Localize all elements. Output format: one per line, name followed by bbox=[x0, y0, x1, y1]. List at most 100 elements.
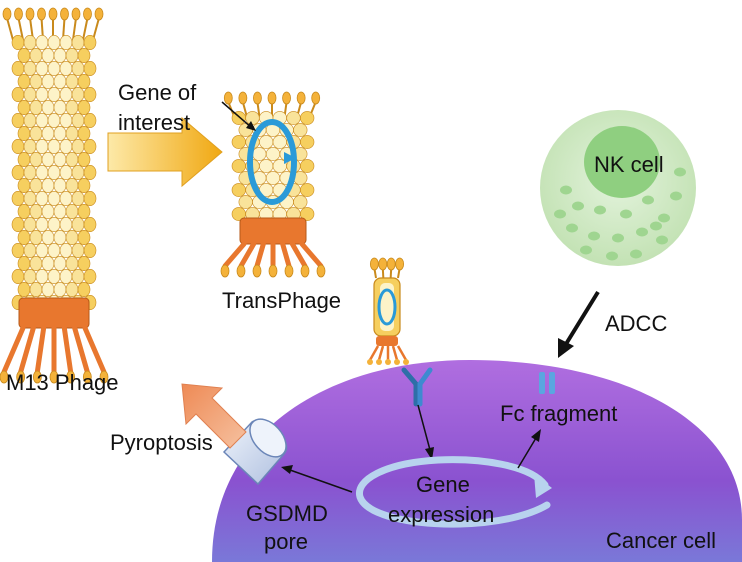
nk-cell-label: NK cell bbox=[594, 152, 664, 177]
m13-capsid-subunit bbox=[59, 243, 73, 259]
transphage bbox=[220, 91, 326, 278]
nk-granule bbox=[572, 201, 584, 211]
m13-tail-base bbox=[18, 297, 90, 329]
m13-capsid-subunit bbox=[77, 178, 91, 194]
m13-capsid-subunit bbox=[83, 139, 97, 155]
m13-capsid-subunit bbox=[35, 139, 49, 155]
m13-capsid-subunit bbox=[35, 113, 49, 129]
m13-capsid-subunit bbox=[29, 74, 43, 90]
transphage-capsid-subunit bbox=[272, 135, 287, 149]
m13-capsid-subunit bbox=[77, 204, 91, 220]
transphage-tail-base bbox=[239, 217, 307, 245]
m13-capsid-subunit bbox=[35, 60, 49, 76]
nk-granule bbox=[658, 213, 670, 223]
m13-capsid-subunit bbox=[41, 100, 55, 116]
transphage-capsid-subunit bbox=[300, 111, 315, 125]
m13-capsid-subunit bbox=[41, 281, 55, 297]
m13-head-tip bbox=[37, 7, 46, 21]
fc-arrow bbox=[517, 437, 537, 469]
m13-capsid-subunit bbox=[23, 34, 37, 50]
transphage-capsid-subunit bbox=[300, 159, 315, 173]
m13-tail-fiber bbox=[61, 325, 74, 375]
m13-tail-tip bbox=[32, 370, 42, 384]
transphage-head-tip bbox=[238, 91, 248, 105]
transphage-tail-tip bbox=[220, 264, 230, 278]
m13-capsid-subunit bbox=[65, 204, 79, 220]
gsdmd-pore-label-1: GSDMD bbox=[246, 501, 328, 526]
m13-capsid-subunit bbox=[65, 47, 79, 63]
m13-capsid-subunit bbox=[65, 281, 79, 297]
transphage-capsid-subunit bbox=[293, 123, 308, 137]
m13-capsid-subunit bbox=[59, 139, 73, 155]
m13-capsid-subunit bbox=[65, 126, 79, 142]
transphage-capsid-subunit bbox=[265, 171, 281, 185]
transphage-label: TransPhage bbox=[222, 288, 341, 313]
m13-capsid-subunit bbox=[53, 100, 67, 116]
m13-capsid-subunit bbox=[65, 74, 79, 90]
m13-capsid-subunit bbox=[59, 217, 73, 233]
gene-pointer-arrow bbox=[221, 101, 253, 129]
m13-capsid-subunit bbox=[71, 113, 85, 129]
m13-head-tip-fiber bbox=[82, 17, 89, 41]
nk-granule bbox=[656, 235, 668, 245]
m13-capsid-subunit bbox=[65, 255, 79, 271]
m13-capsid-subunit bbox=[53, 230, 67, 246]
m13-capsid-subunit bbox=[35, 217, 49, 233]
m13-capsid-subunit bbox=[11, 165, 25, 181]
m13-capsid-subunit bbox=[65, 230, 79, 246]
m13-capsid-subunit bbox=[23, 139, 37, 155]
m13-capsid-subunit bbox=[71, 60, 85, 76]
m13-capsid-subunit bbox=[53, 47, 67, 63]
m13-capsid-subunit bbox=[71, 34, 85, 50]
transphage-head-tip bbox=[267, 91, 277, 105]
transphage-head-tip bbox=[253, 91, 262, 105]
transphage-head-tip bbox=[311, 91, 321, 105]
m13-capsid-subunit bbox=[47, 113, 61, 129]
m13-tail-tip bbox=[99, 370, 109, 384]
m13-capsid-subunit bbox=[23, 87, 37, 103]
pyroptosis-arrow bbox=[181, 383, 247, 449]
m13-phage-label: M13 Phage bbox=[6, 370, 119, 395]
m13-capsid-subunit bbox=[17, 281, 31, 297]
m13-capsid-subunit bbox=[47, 243, 61, 259]
m13-capsid-subunit bbox=[47, 139, 61, 155]
m13-capsid-subunit bbox=[41, 178, 55, 194]
transphage-head-tip bbox=[296, 91, 306, 105]
m13-capsid-subunit bbox=[11, 268, 25, 284]
nk-granule bbox=[588, 231, 600, 241]
m13-capsid-subunit bbox=[59, 34, 73, 50]
bound-phage-head-tip bbox=[369, 257, 379, 271]
transphage-capsid-subunit bbox=[300, 135, 315, 149]
m13-capsid-subunit bbox=[77, 255, 91, 271]
m13-tail-tip bbox=[16, 370, 26, 384]
m13-capsid-subunit bbox=[83, 217, 97, 233]
bound-phage-tail-tip bbox=[394, 359, 400, 365]
m13-capsid-subunit bbox=[53, 126, 67, 142]
m13-capsid-subunit bbox=[29, 204, 43, 220]
m13-capsid-subunit bbox=[71, 139, 85, 155]
transphage-capsid-subunit bbox=[300, 183, 315, 197]
m13-capsid-subunit bbox=[35, 165, 49, 181]
m13-capsid-subunit bbox=[11, 87, 25, 103]
transphage-capsid-subunit bbox=[252, 147, 267, 161]
m13-capsid-subunit bbox=[11, 191, 25, 207]
m13-capsid-subunit bbox=[35, 243, 49, 259]
m13-capsid-subunit bbox=[17, 204, 31, 220]
entry-arrow bbox=[417, 404, 431, 451]
m13-head-tip-fiber bbox=[72, 17, 77, 41]
m13-capsid-subunit bbox=[23, 243, 37, 259]
m13-head-tip bbox=[48, 7, 58, 21]
m13-capsid-subunit bbox=[71, 87, 85, 103]
m13-capsid-subunit bbox=[23, 113, 37, 129]
pyroptosis-label: Pyroptosis bbox=[110, 430, 213, 455]
nk-granule bbox=[580, 245, 592, 255]
receptor-icon bbox=[401, 367, 433, 407]
nk-cell bbox=[540, 110, 696, 266]
m13-capsid-subunit bbox=[23, 217, 37, 233]
m13-capsid-subunit bbox=[35, 87, 49, 103]
nk-granule bbox=[636, 227, 648, 237]
nk-granule bbox=[612, 233, 624, 243]
m13-capsid-subunit bbox=[47, 191, 61, 207]
m13-capsid-subunit bbox=[83, 60, 97, 76]
m13-capsid-subunit bbox=[53, 281, 67, 297]
